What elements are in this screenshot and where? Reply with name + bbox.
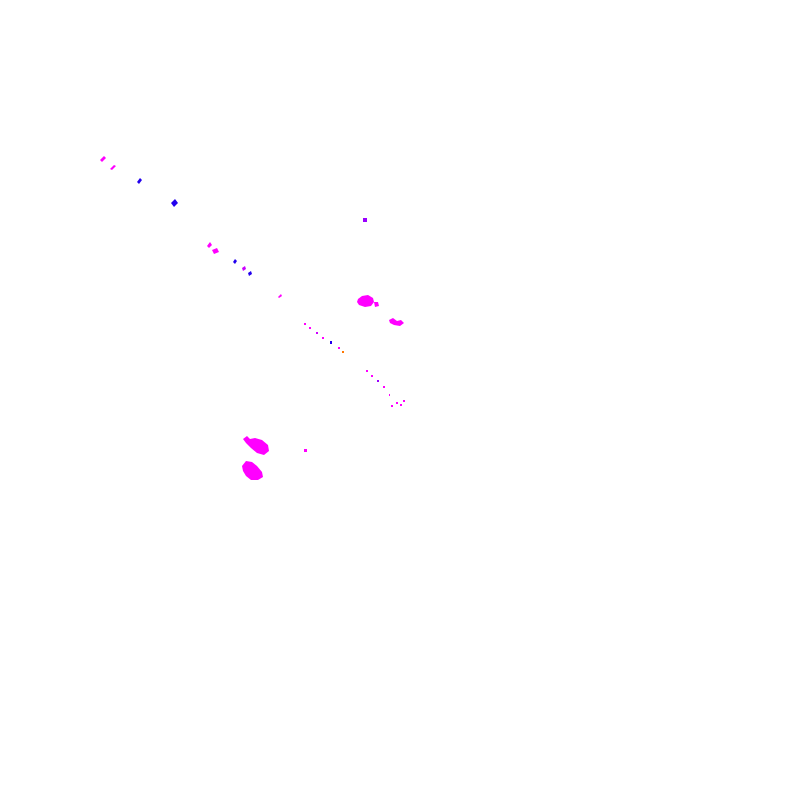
trail-dot (377, 380, 379, 382)
point-mark (304, 449, 307, 452)
trail-dot (366, 370, 368, 372)
trail-mark (242, 266, 246, 271)
trail-mark (171, 199, 178, 207)
trail-dot (316, 332, 318, 334)
trail-dot (396, 402, 398, 404)
cluster-blob (242, 461, 263, 480)
cluster-marks (242, 295, 404, 480)
trail-dot (330, 341, 332, 344)
trail-mark (212, 248, 219, 254)
trail-mark (278, 294, 282, 298)
trail-dot (383, 386, 385, 388)
trail-dot (389, 394, 390, 396)
trail-mark (137, 178, 142, 184)
trail-dot (400, 404, 402, 406)
trail-mark (248, 271, 252, 276)
point-mark (363, 218, 367, 222)
track-marks (100, 156, 405, 407)
trail-dot (338, 347, 340, 349)
cluster-blob (374, 302, 379, 307)
cluster-blob (389, 318, 404, 326)
trail-dot (322, 337, 324, 339)
cluster-blob (243, 436, 269, 455)
trail-dot (342, 351, 344, 353)
cluster-blob (357, 295, 374, 307)
trail-dot (304, 323, 306, 325)
trail-dot (309, 327, 311, 329)
trail-mark (233, 259, 237, 264)
point-marks (304, 218, 367, 452)
trail-dot (391, 405, 393, 407)
trail-dot (403, 400, 405, 402)
trail-mark (207, 242, 212, 248)
trail-mark (100, 156, 106, 162)
trail-dot (371, 375, 373, 377)
trail-mark (110, 165, 116, 170)
